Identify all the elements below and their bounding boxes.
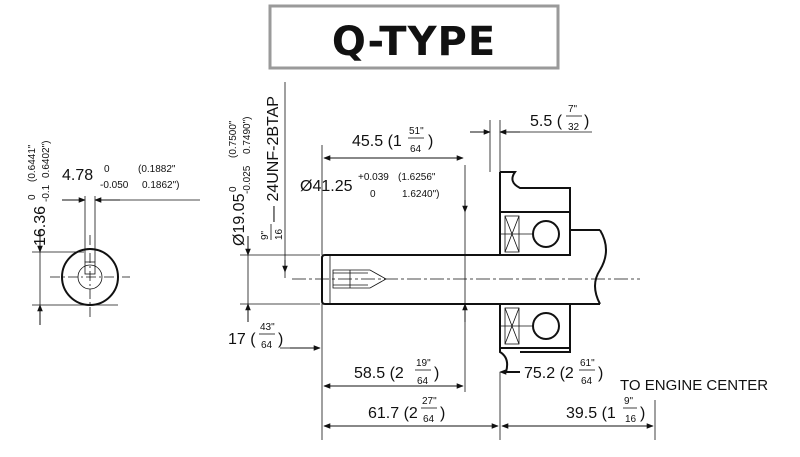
housing-top [500, 171, 571, 230]
dim45-frac-den: 64 [410, 144, 422, 155]
dia41-tol-upper: +0.039 [358, 172, 389, 183]
dim617-frac-num: 27" [422, 396, 437, 407]
shaft-dia-tol-lower: -0.025 [242, 165, 253, 194]
height-tol-upper: 0 [27, 194, 38, 200]
dim45-close: ) [428, 133, 433, 150]
dia41-tol-lower: 0 [370, 189, 376, 200]
dim17-value: 17 ( [228, 331, 256, 348]
engine-center-label: TO ENGINE CENTER [620, 377, 768, 394]
dia41-value: Ø41.25 [300, 178, 353, 195]
dim585-value: 58.5 (2 [354, 365, 404, 382]
height-in-lower: 0.6402") [41, 141, 52, 178]
key-in-upper: (0.1882" [138, 164, 176, 175]
dim55-frac-num: 7" [568, 104, 578, 115]
dim17-frac-num: 43" [260, 322, 275, 333]
height-in-upper: (0.6441" [27, 144, 38, 182]
dim55-frac-den: 32 [568, 122, 580, 133]
thread-text: 9" 16 — 24UNF-2BTAP [260, 96, 285, 240]
dim617-frac-den: 64 [423, 414, 435, 425]
dim585-close: ) [434, 365, 439, 382]
height-tol-lower: -0.1 [41, 184, 52, 202]
dim752-close: ) [598, 365, 603, 382]
dim55-value: 5.5 ( [530, 113, 563, 130]
dim45-value: 45.5 (1 [352, 133, 402, 150]
key-tol-lower: -0.050 [100, 180, 129, 191]
dim17-close: ) [278, 331, 283, 348]
dia41-in-upper: (1.6256" [398, 172, 436, 183]
dim585-frac-den: 64 [417, 376, 429, 387]
height-value: 16.36 [32, 206, 49, 246]
shaft-dia-in-upper: (0.7500" [228, 120, 239, 158]
dim395-value: 39.5 (1 [566, 405, 616, 422]
dim395-close: ) [640, 405, 645, 422]
shaft-dia-tol-upper: 0 [228, 186, 239, 192]
thread-frac-den: 16 [274, 228, 285, 240]
dim45-frac-num: 51" [409, 126, 424, 137]
dim617-value: 61.7 (2 [368, 405, 418, 422]
key-in-lower: 0.1862") [142, 180, 179, 191]
thread-frac-num: 9" [260, 230, 271, 240]
dim752-frac-num: 61" [580, 358, 595, 369]
shaft-view: Ø19.05 0 -0.025 (0.7500" 0.7490") 9" 16 … [228, 82, 768, 440]
shaft-top-edge [321, 254, 520, 259]
dim17-frac-den: 64 [261, 340, 273, 351]
dim55-close: ) [584, 113, 589, 130]
dim585-frac-num: 19" [416, 358, 431, 369]
dim752-frac-den: 64 [581, 376, 593, 387]
bearing-bottom [499, 303, 571, 349]
shaft-dia-text: Ø19.05 0 -0.025 (0.7500" 0.7490") [228, 117, 253, 246]
bearing-top [499, 211, 571, 256]
title-box: Q-TYPE [268, 4, 560, 70]
shaft-dia-value: Ø19.05 [231, 193, 248, 246]
dim617-close: ) [440, 405, 445, 422]
side-view: 4.78 0 -0.050 (0.1882" 0.1862") 16.36 0 … [27, 141, 200, 325]
dim395-frac-den: 16 [625, 414, 637, 425]
shaft-dia-in-lower: 0.7490") [242, 117, 253, 154]
shaft-break-line [594, 229, 607, 305]
shaft-bottom-edge [321, 258, 600, 305]
key-width-value: 4.78 [62, 167, 93, 184]
key-tol-upper: 0 [104, 164, 110, 175]
thread-spec: — 24UNF-2BTAP [265, 96, 282, 222]
dim395-frac-num: 9" [624, 396, 634, 407]
dim752-value: 75.2 (2 [524, 365, 574, 382]
height-dim-text: 16.36 0 -0.1 (0.6441" 0.6402") [27, 141, 52, 246]
dia41-in-lower: 1.6240") [402, 189, 439, 200]
page-title: Q-TYPE [332, 19, 496, 65]
